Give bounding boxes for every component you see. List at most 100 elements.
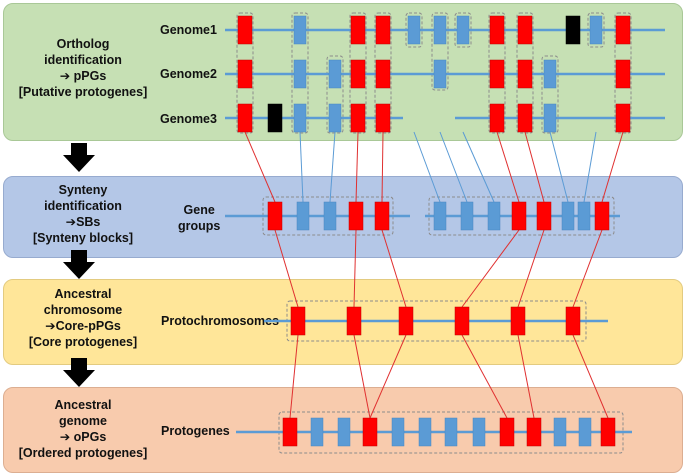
core-gene	[454, 306, 470, 336]
core-gene	[346, 306, 362, 336]
protochromosomes-label: Protochromosomes	[161, 314, 280, 328]
gene	[460, 201, 474, 231]
core-gene	[237, 103, 253, 133]
core-gene	[267, 201, 283, 231]
gene-groups-line: groups	[178, 219, 221, 233]
stage-line: Ancestral	[54, 287, 112, 301]
gene	[444, 417, 458, 447]
ortholog-link	[369, 334, 407, 419]
core-gene	[237, 15, 253, 45]
stage-synteny-label: Synteny identification ➔SBs [Synteny blo…	[6, 182, 160, 246]
stage-line: Synteny	[58, 183, 108, 197]
core-gene	[489, 15, 505, 45]
stage-line: [Ordered protogenes]	[18, 446, 148, 460]
core-gene	[615, 103, 631, 133]
gene	[407, 15, 421, 45]
down-arrow-icon	[63, 358, 95, 387]
ortholog-link	[461, 229, 520, 308]
stage-line: [Synteny blocks]	[32, 231, 134, 245]
gene	[578, 417, 592, 447]
ortholog-link	[353, 229, 357, 308]
ortholog-link	[462, 131, 495, 203]
down-arrow-icon	[63, 143, 95, 172]
gene	[543, 103, 557, 133]
gene	[293, 59, 307, 89]
ortholog-link	[299, 131, 304, 203]
gene	[577, 201, 591, 231]
stage-line: ➔ pPGs	[59, 69, 107, 83]
core-gene	[350, 103, 366, 133]
core-gene	[348, 201, 364, 231]
core-gene	[375, 15, 391, 45]
core-gene	[517, 103, 533, 133]
gene	[433, 15, 447, 45]
core-gene	[536, 201, 552, 231]
singleton-gene	[267, 103, 283, 133]
gene	[472, 417, 486, 447]
ortholog-link	[274, 229, 299, 308]
core-gene	[499, 417, 515, 447]
core-gene	[282, 417, 298, 447]
stage-ortholog-label: Ortholog identification ➔ pPGs [Putative…	[6, 36, 160, 100]
gene	[418, 417, 432, 447]
core-gene	[375, 59, 391, 89]
ortholog-link	[572, 334, 609, 419]
core-gene	[517, 59, 533, 89]
core-gene	[600, 417, 616, 447]
gene	[391, 417, 405, 447]
ortholog-link	[289, 334, 299, 419]
stage-line: [Putative protogenes]	[18, 85, 148, 99]
stage-line: identification	[44, 199, 122, 213]
ortholog-link	[517, 334, 535, 419]
gene	[433, 201, 447, 231]
gene	[328, 59, 342, 89]
core-gene	[594, 201, 610, 231]
ortholog-link	[439, 131, 468, 203]
ortholog-link	[572, 229, 603, 308]
genome1-label: Genome1	[160, 23, 217, 37]
ortholog-link	[524, 131, 545, 203]
ortholog-link	[381, 229, 407, 308]
core-gene	[237, 59, 253, 89]
stage-line: identification	[44, 53, 122, 67]
ortholog-link	[517, 229, 545, 308]
gene	[328, 103, 342, 133]
ortholog-link	[549, 131, 569, 203]
gene	[553, 417, 567, 447]
genome2-label: Genome2	[160, 67, 217, 81]
core-gene	[350, 59, 366, 89]
singleton-gene	[565, 15, 581, 45]
stage-ancestral-chromosome-label: Ancestral chromosome ➔Core-pPGs [Core pr…	[6, 286, 160, 350]
ortholog-link	[355, 131, 359, 203]
gene	[487, 201, 501, 231]
core-gene	[510, 306, 526, 336]
stage-line: [Core protogenes]	[28, 335, 138, 349]
stage-ancestral-genome-label: Ancestral genome ➔ oPGs [Ordered protoge…	[6, 397, 160, 461]
gene	[296, 201, 310, 231]
gene	[589, 15, 603, 45]
stage-line: ➔SBs	[65, 215, 101, 229]
ortholog-link	[329, 131, 336, 203]
gene	[433, 59, 447, 89]
gene	[293, 103, 307, 133]
core-gene	[615, 15, 631, 45]
core-gene	[511, 201, 527, 231]
ortholog-link	[601, 131, 624, 203]
ortholog-link	[496, 131, 520, 203]
gene-groups-label: Gene groups	[178, 202, 220, 234]
core-gene	[526, 417, 542, 447]
gene	[456, 15, 470, 45]
ortholog-link	[413, 131, 441, 203]
core-gene	[489, 59, 505, 89]
stage-line: chromosome	[43, 303, 123, 317]
ortholog-link	[244, 131, 276, 203]
gene-groups-line: Gene	[183, 203, 215, 217]
core-gene	[362, 417, 378, 447]
gene	[323, 201, 337, 231]
gene	[543, 59, 557, 89]
core-gene	[489, 103, 505, 133]
core-gene	[565, 306, 581, 336]
core-gene	[615, 59, 631, 89]
group-box	[431, 12, 449, 91]
core-gene	[374, 201, 390, 231]
